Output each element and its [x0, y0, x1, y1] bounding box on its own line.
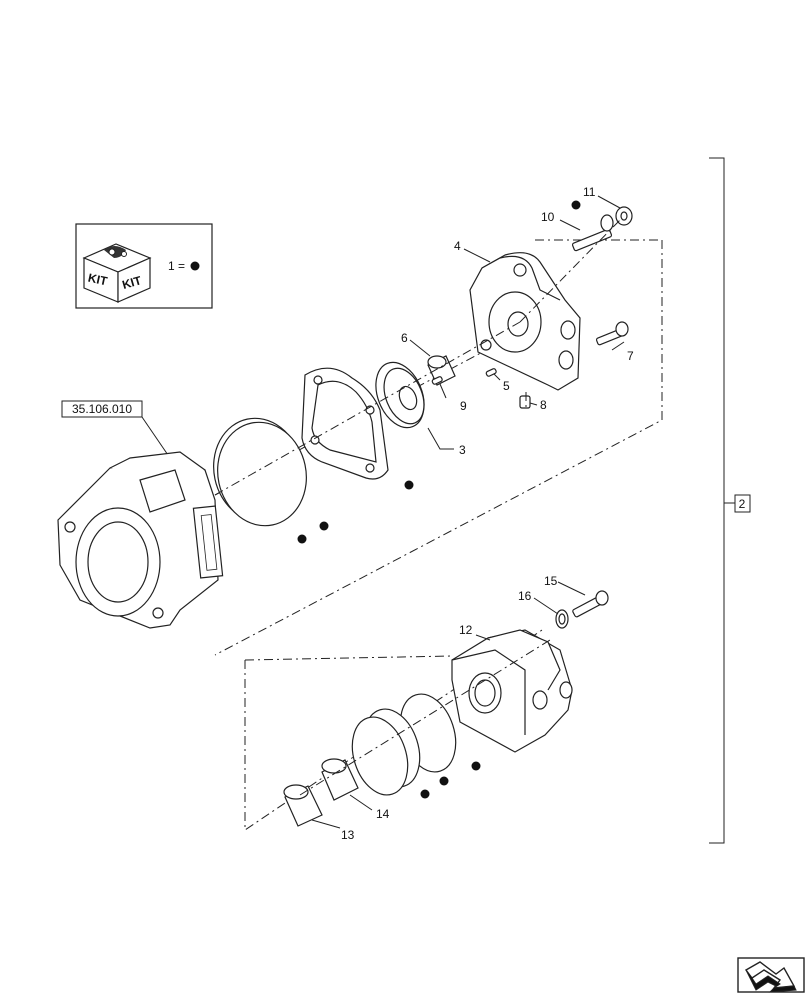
- callout-8: 8: [540, 398, 547, 412]
- screw-10: [571, 228, 613, 252]
- leader-lines: [311, 195, 625, 829]
- callout-14: 14: [376, 807, 390, 821]
- pin-9: [431, 376, 443, 385]
- reference-label-box: 35.106.010: [61, 400, 171, 459]
- kit-dot-icon: [471, 761, 481, 771]
- callout-4: 4: [454, 239, 461, 253]
- reference-label: 35.106.010: [72, 402, 132, 416]
- bearing-plate: [375, 361, 425, 429]
- kit-dot-icon: [319, 521, 329, 531]
- kit-dot-icon: [571, 200, 581, 210]
- callout-9: 9: [460, 399, 467, 413]
- o-ring-lower: [351, 693, 457, 796]
- kit-legend-text: 1 =: [168, 259, 185, 273]
- kit-dot-icon: [190, 261, 200, 271]
- next-page-arrow-icon: [744, 961, 797, 993]
- group-bracket: 2: [709, 157, 751, 844]
- callout-16: 16: [518, 589, 532, 603]
- explode-outline-lower: [244, 627, 546, 831]
- group-label: 2: [739, 497, 746, 511]
- screw-7: [595, 321, 629, 346]
- callout-5: 5: [503, 379, 510, 393]
- kit-dot-icon: [420, 789, 430, 799]
- kit-legend-box: KIT KIT 1 =: [75, 223, 213, 309]
- bushing-14: [321, 758, 359, 801]
- pump-body: [57, 451, 224, 629]
- pin-5: [485, 368, 497, 377]
- kit-box-icon: [82, 243, 152, 303]
- callout-13: 13: [341, 828, 355, 842]
- kit-label-left: KIT: [87, 271, 109, 289]
- callout-7: 7: [627, 349, 634, 363]
- o-ring-upper: [213, 417, 307, 527]
- callout-3: 3: [459, 443, 466, 457]
- callout-6: 6: [401, 331, 408, 345]
- kit-dot-icon: [297, 534, 307, 544]
- callouts: 11 10 4 6 7 5 9 8 3 15 16 12 14 13: [341, 185, 634, 842]
- gasket: [301, 367, 389, 480]
- screw-15: [572, 590, 609, 618]
- washer-11: [600, 206, 633, 232]
- kit-dot-icon: [439, 776, 449, 786]
- next-page-arrow-button[interactable]: [737, 957, 805, 993]
- callout-10: 10: [541, 210, 555, 224]
- callout-15: 15: [544, 574, 558, 588]
- kit-dots: [297, 200, 581, 799]
- bushing-13: [283, 784, 323, 827]
- axis-lines: [214, 219, 621, 796]
- callout-12: 12: [459, 623, 473, 637]
- callout-11: 11: [583, 185, 596, 199]
- kit-dot-icon: [404, 480, 414, 490]
- cover-housing: [469, 252, 581, 391]
- plug-8: [519, 395, 531, 409]
- washer-16: [555, 609, 569, 629]
- kit-label-right: KIT: [121, 273, 144, 292]
- gear-housing: [451, 629, 573, 753]
